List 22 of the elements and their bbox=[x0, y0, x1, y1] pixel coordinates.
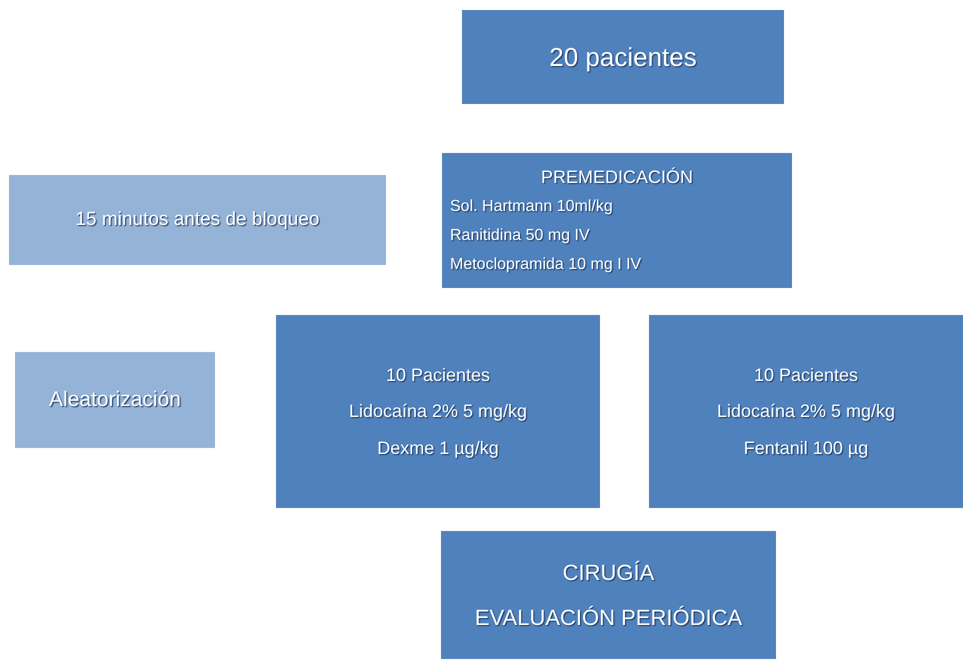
process-box bbox=[15, 352, 215, 448]
process-box bbox=[442, 153, 792, 288]
box-text: CIRUGÍA bbox=[562, 558, 654, 586]
box-heading: PREMEDICACIÓN bbox=[540, 166, 693, 188]
box-text: 10 Pacientes bbox=[386, 364, 490, 386]
box-text: Lidocaína 2% 5 mg/kg bbox=[716, 400, 896, 423]
process-box bbox=[649, 315, 963, 508]
box-text: Aleatorización bbox=[49, 386, 181, 413]
box-text: Sol. Hartmann 10ml/kg bbox=[450, 197, 613, 218]
box-text: EVALUACIÓN PERIÓDICA bbox=[474, 604, 742, 632]
box-text: Lidocaína 2% 5 mg/kg bbox=[348, 400, 528, 423]
box-text: Dexme 1 µg/kg bbox=[377, 436, 499, 460]
box-text: Ranitidina 50 mg IV bbox=[450, 226, 590, 246]
box-text: 10 Pacientes bbox=[754, 364, 858, 386]
process-box bbox=[462, 10, 784, 104]
box-text: 15 minutos antes de bloqueo bbox=[75, 208, 320, 232]
process-box bbox=[276, 315, 600, 508]
process-box bbox=[441, 531, 776, 659]
process-box bbox=[9, 175, 386, 265]
box-text: 20 pacientes bbox=[549, 40, 697, 74]
box-text: Fentanil 100 µg bbox=[744, 436, 868, 460]
box-text: Metoclopramida 10 mg I IV bbox=[450, 255, 642, 276]
